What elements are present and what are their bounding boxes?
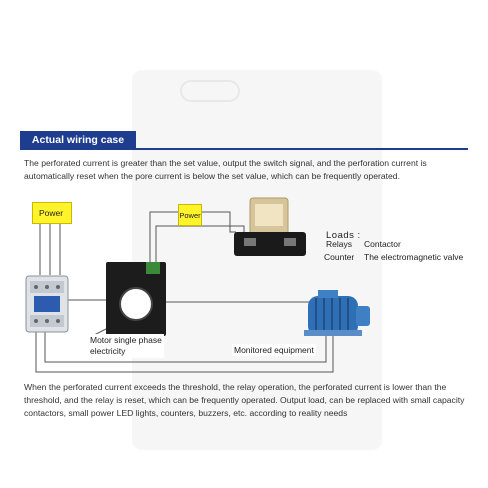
section-divider — [20, 148, 468, 150]
background-product-silhouette — [132, 70, 382, 450]
power-box-left: Power — [32, 202, 72, 224]
current-sensor-icon — [106, 262, 166, 336]
load-relays-name: Relays — [326, 239, 352, 249]
load-counter-name: Counter — [324, 252, 355, 262]
wire-power-mid-left — [149, 211, 178, 262]
wire-sensor-relay — [155, 225, 245, 262]
wire-sensor-motor — [160, 301, 313, 308]
description-bottom: When the perforated current exceeds the … — [24, 382, 465, 418]
motor-icon — [304, 290, 370, 336]
motor-label-line2: electricity — [90, 346, 126, 356]
loads-title: Loads : — [326, 230, 361, 241]
monitored-equipment-label: Monitored equipment — [232, 344, 316, 356]
load-counter-value: The electromagnetic valve — [364, 252, 464, 262]
load-relays-value: Contactor — [364, 239, 401, 249]
background-hang-tag — [180, 80, 240, 102]
section-title: Actual wiring case — [20, 131, 136, 149]
motor-label: Motor single phase electricity — [88, 334, 164, 358]
power-box-middle: Power — [178, 204, 202, 226]
motor-label-line1: Motor single phase — [90, 335, 162, 345]
contactor-icon — [25, 275, 69, 333]
wire-power-mid-right — [202, 211, 236, 233]
description-top: The perforated current is greater than t… — [24, 158, 427, 181]
relay-icon — [234, 197, 306, 256]
wire-motor-supply — [44, 330, 327, 363]
wire-motor-return — [35, 330, 334, 373]
